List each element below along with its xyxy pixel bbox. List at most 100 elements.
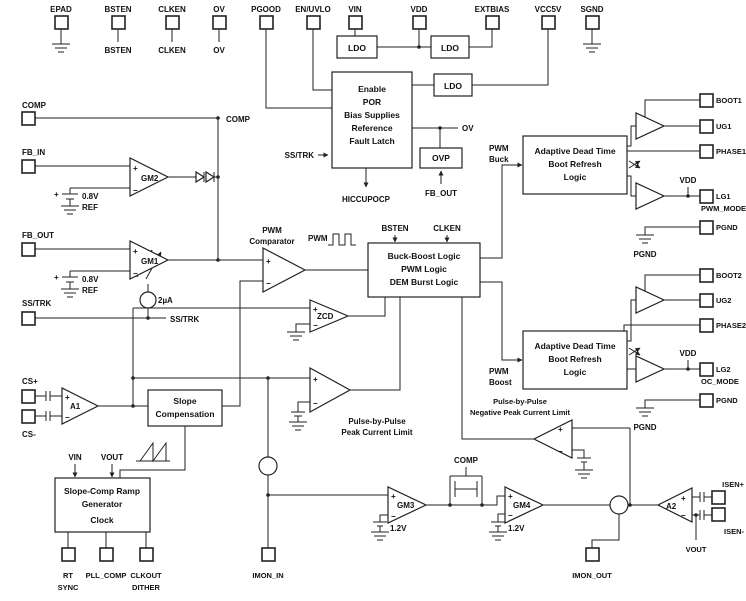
pin-label-sync: SYNC (58, 583, 79, 592)
junction-dots (131, 45, 698, 517)
gm3-plus: + (391, 492, 396, 501)
gm3-label: GM3 (397, 501, 415, 510)
wire-rail (426, 495, 505, 506)
pin-label-imon-out: IMON_OUT (572, 571, 612, 580)
gm4-amp (504, 486, 545, 524)
pin-vdd (412, 15, 427, 30)
pin-fb-in (21, 159, 36, 174)
a1-minus: − (65, 413, 70, 422)
wire-zcd (295, 297, 386, 332)
ground-ref2 (61, 288, 79, 298)
ug1-driver (635, 112, 666, 140)
wire-comp-buffer (449, 467, 483, 505)
junction-dot (266, 376, 270, 380)
signal-bsten: BSTEN (104, 46, 131, 55)
wire-peak (297, 297, 401, 422)
lg2-driver (635, 355, 666, 383)
pin-lg1-pwm-mode (699, 189, 714, 204)
peak-limit-line2: Peak Current Limit (341, 428, 412, 437)
pin-label-boot1: BOOT1 (716, 96, 742, 105)
gm2-minus: − (133, 186, 138, 195)
pin-label-pll-comp: PLL_COMP (86, 571, 127, 580)
a2-minus: − (681, 511, 686, 520)
gm2-amp (129, 157, 170, 197)
pin-label-dither: DITHER (132, 583, 161, 592)
a1-label: A1 (70, 402, 81, 411)
peak-limit-comparator (309, 366, 352, 414)
adt1-line3: Logic (564, 172, 587, 182)
wire-pwm-boost (480, 281, 523, 363)
battery-ref1 (62, 193, 78, 200)
gm1-label: GM1 (141, 257, 159, 266)
gm3-ref-label: 1.2V (390, 524, 407, 533)
gm3-amp (387, 486, 428, 524)
zcd-comparator (309, 299, 350, 333)
wire-gm3-ref (379, 514, 388, 532)
wire-slope-out (222, 280, 263, 407)
wires-drivers (623, 99, 700, 408)
pwm-comparator (262, 247, 307, 293)
neg-peak-plus: + (558, 425, 563, 434)
pwm-comp-minus: − (266, 279, 271, 288)
pin-label-oc-mode: OC_MODE (701, 377, 739, 386)
pin-label-lg2: LG2 (716, 365, 731, 374)
ground-negpeak (575, 469, 593, 479)
pin-phase1 (699, 144, 714, 159)
junction-dot (628, 503, 632, 507)
pin-label-vdd: VDD (411, 5, 428, 14)
pin-label-imon-in: IMON_IN (252, 571, 283, 580)
pin-label-extbias: EXTBIAS (475, 5, 510, 14)
pin-label-bsten: BSTEN (104, 5, 131, 14)
junction-dot (216, 175, 220, 179)
pin-label-cs-minus: CS- (22, 430, 36, 439)
junction-dot (694, 513, 698, 517)
signal-pwm-boost-2: Boost (489, 378, 512, 387)
junction-dot (131, 404, 135, 408)
signal-pgnd-2: PGND (633, 423, 656, 432)
peak-minus: − (313, 399, 318, 408)
pin-clken (165, 15, 180, 30)
zcd-minus: − (313, 321, 318, 330)
junction-dot (686, 367, 690, 371)
pin-label-pgnd1: PGND (716, 223, 738, 232)
wires-top (60, 29, 593, 109)
ground-pgnd2 (636, 407, 654, 417)
peak-plus: + (313, 375, 318, 384)
junction-dot (686, 194, 690, 198)
pin-epad (54, 15, 69, 30)
pin-phase2 (699, 318, 714, 333)
pin-imon-in (261, 547, 276, 562)
junction-dot (216, 258, 220, 262)
junction-dot (448, 503, 452, 507)
ldo2-label: LDO (441, 43, 459, 53)
bb-line3: DEM Burst Logic (390, 277, 459, 287)
ldo3-block (433, 73, 473, 97)
slope-compensation-block (147, 389, 223, 427)
central-line2: POR (363, 97, 381, 107)
ground-peak (289, 421, 307, 431)
pin-ug1 (699, 119, 714, 134)
pin-sgnd (585, 15, 600, 30)
ref2-polarity: + (54, 273, 59, 282)
adaptive-deadtime-block-1 (522, 135, 628, 195)
battery-negpeak (577, 457, 591, 463)
pin-lg2-oc-mode (699, 362, 714, 377)
pwm-comp-line1: PWM (262, 226, 282, 235)
pin-label-rt: RT (63, 571, 73, 580)
pin-label-isen-plus: ISEN+ (722, 480, 745, 489)
pin-en-uvlo (306, 15, 321, 30)
wire-mirror (591, 428, 658, 548)
central-line5: Fault Latch (349, 136, 394, 146)
pin-label-vout-sense: VOUT (686, 545, 707, 554)
junction-dot (146, 316, 150, 320)
pin-label-fb-out: FB_OUT (22, 231, 54, 240)
battery-gm4 (491, 521, 505, 527)
wire-section1 (627, 99, 700, 235)
junction-dot (216, 116, 220, 120)
wires-center (35, 117, 523, 422)
gm1-plus: + (133, 247, 138, 256)
pin-label-ug1: UG1 (716, 122, 731, 131)
diode (195, 170, 206, 184)
signal-ov: OV (213, 46, 225, 55)
